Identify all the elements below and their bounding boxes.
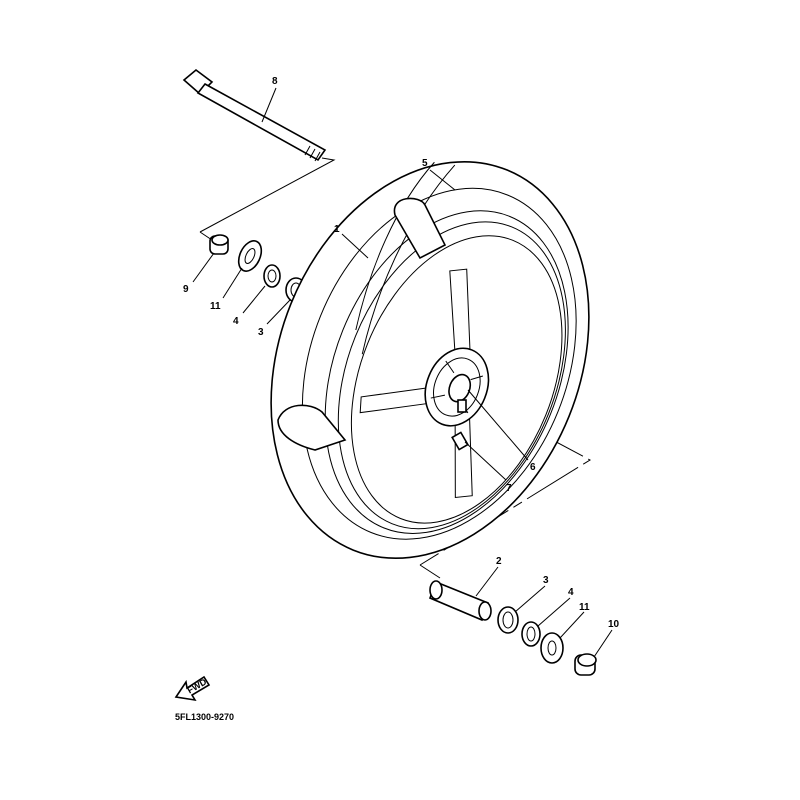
wheel-assembly	[270, 160, 590, 560]
callout-9: 9	[183, 284, 189, 295]
callout-8: 8	[272, 76, 278, 87]
leader-lines	[192, 87, 613, 658]
callout-4-left: 4	[233, 316, 239, 327]
callout-2: 2	[496, 556, 502, 567]
callout-11-right: 11	[579, 602, 590, 613]
left-side-parts	[209, 234, 307, 303]
callout-6: 6	[530, 462, 536, 473]
callout-7: 7	[506, 483, 512, 494]
axle-part	[182, 68, 327, 162]
tire-cutaway	[277, 197, 447, 451]
callout-3-left: 3	[258, 327, 264, 338]
valve-and-weight	[451, 399, 469, 451]
diagram-code: 5FL1300-9270	[175, 712, 234, 722]
callout-5: 5	[422, 158, 428, 169]
callout-10: 10	[608, 619, 620, 630]
right-side-parts	[428, 580, 597, 676]
callout-4-right: 4	[568, 587, 574, 598]
callout-1: 1	[334, 224, 340, 235]
callout-11-left: 11	[210, 301, 221, 312]
callout-3-right: 3	[543, 575, 549, 586]
forward-arrow-icon: FWD	[174, 675, 211, 702]
